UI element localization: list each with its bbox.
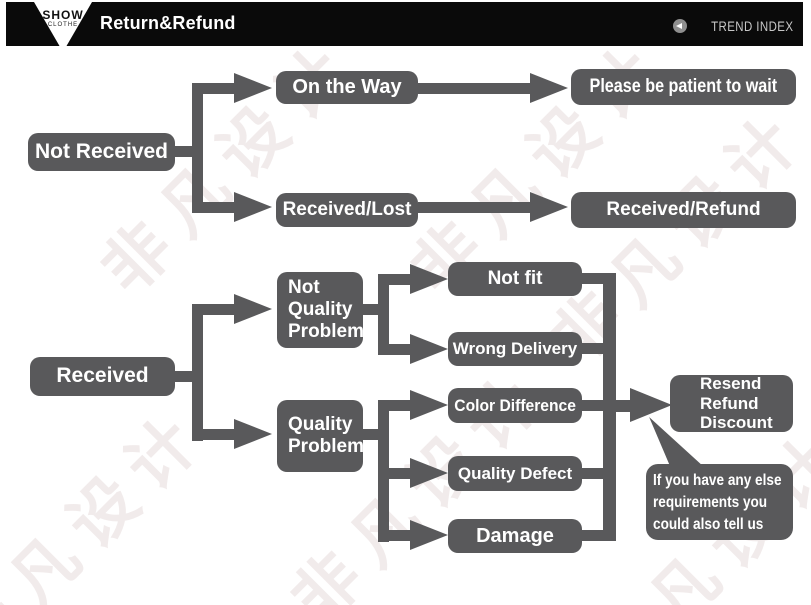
node-please-wait: Please be patient to wait — [571, 69, 796, 105]
arrowhead-icon — [410, 334, 448, 364]
node-label-line: Resend — [700, 374, 762, 394]
connector-line — [192, 304, 203, 441]
arrowhead-icon — [410, 458, 448, 488]
connector-line — [378, 274, 389, 355]
arrowhead-icon — [410, 520, 448, 550]
page-title: Return&Refund — [100, 13, 236, 33]
node-label-line: Quality — [288, 299, 353, 321]
connector-line — [582, 400, 604, 411]
connector-line — [378, 468, 418, 479]
node-label-line: Discount — [700, 413, 773, 433]
node-quality-defect: Quality Defect — [448, 456, 582, 491]
node-label-line: Problem — [288, 436, 365, 457]
note-line: could also tell us — [653, 516, 764, 533]
node-label: Color Difference — [454, 395, 576, 415]
connector-line — [582, 343, 604, 354]
node-resend-refund-discount: Resend Refund Discount — [670, 374, 793, 433]
note-speech-bubble: If you have any else requirements you co… — [646, 464, 793, 540]
connector-line — [582, 468, 604, 479]
node-received-lost: Received/Lost — [276, 193, 418, 227]
connector-line — [582, 273, 604, 284]
connector-line — [192, 429, 236, 440]
node-damage: Damage — [448, 519, 582, 553]
connector-line — [378, 400, 418, 411]
arrowhead-icon — [410, 390, 448, 420]
node-quality-problem: Quality Problem — [277, 400, 365, 472]
connector-line — [362, 429, 387, 440]
logo-text-clothe: CLOTHE — [47, 22, 79, 28]
arrowhead-icon — [530, 192, 568, 222]
connector-line — [192, 83, 236, 94]
node-label: Please be patient to wait — [589, 76, 778, 98]
node-label-line: Problem — [288, 320, 365, 342]
note-line: requirements you — [653, 494, 768, 511]
arrowhead-icon — [530, 73, 568, 103]
arrowhead-icon — [234, 294, 272, 324]
connector-line — [378, 344, 418, 355]
arrowhead-icon — [234, 192, 272, 222]
note-line: If you have any else — [653, 472, 782, 489]
node-not-quality-problem: Not Quality Problem — [277, 272, 365, 348]
node-received: Received — [30, 357, 175, 396]
connector-line — [192, 202, 236, 213]
node-label-line: Not — [288, 277, 320, 299]
node-wrong-delivery: Wrong Delivery — [448, 332, 582, 366]
node-color-difference: Color Difference — [448, 388, 582, 423]
connector-line — [175, 371, 199, 382]
header-bar — [6, 2, 803, 46]
connector-line — [616, 400, 634, 412]
connector-line — [378, 530, 418, 541]
node-on-the-way: On the Way — [276, 71, 418, 104]
connector-line — [362, 304, 387, 315]
trend-index-label: TREND INDEX — [710, 18, 793, 34]
node-not-received: Not Received — [28, 133, 175, 171]
arrowhead-icon — [234, 73, 272, 103]
connector-line — [418, 83, 532, 94]
connector-line — [418, 202, 532, 213]
node-label-line: Refund — [700, 393, 759, 413]
arrowhead-icon — [234, 419, 272, 449]
logo-text-show: SHOW — [42, 8, 84, 22]
connector-line — [603, 273, 616, 541]
connector-line — [582, 530, 604, 541]
connector-line — [378, 274, 418, 285]
circle-arrow-icon — [672, 19, 687, 33]
arrowhead-icon — [630, 388, 672, 422]
connector-line — [192, 83, 203, 213]
connector-line — [192, 304, 236, 315]
arrowhead-icon — [410, 264, 448, 294]
connector-line — [173, 146, 197, 157]
node-not-fit: Not fit — [448, 262, 582, 296]
node-received-refund: Received/Refund — [571, 192, 796, 228]
trend-index-badge: TREND INDEX — [672, 18, 793, 34]
node-label-line: Quality — [288, 414, 353, 436]
